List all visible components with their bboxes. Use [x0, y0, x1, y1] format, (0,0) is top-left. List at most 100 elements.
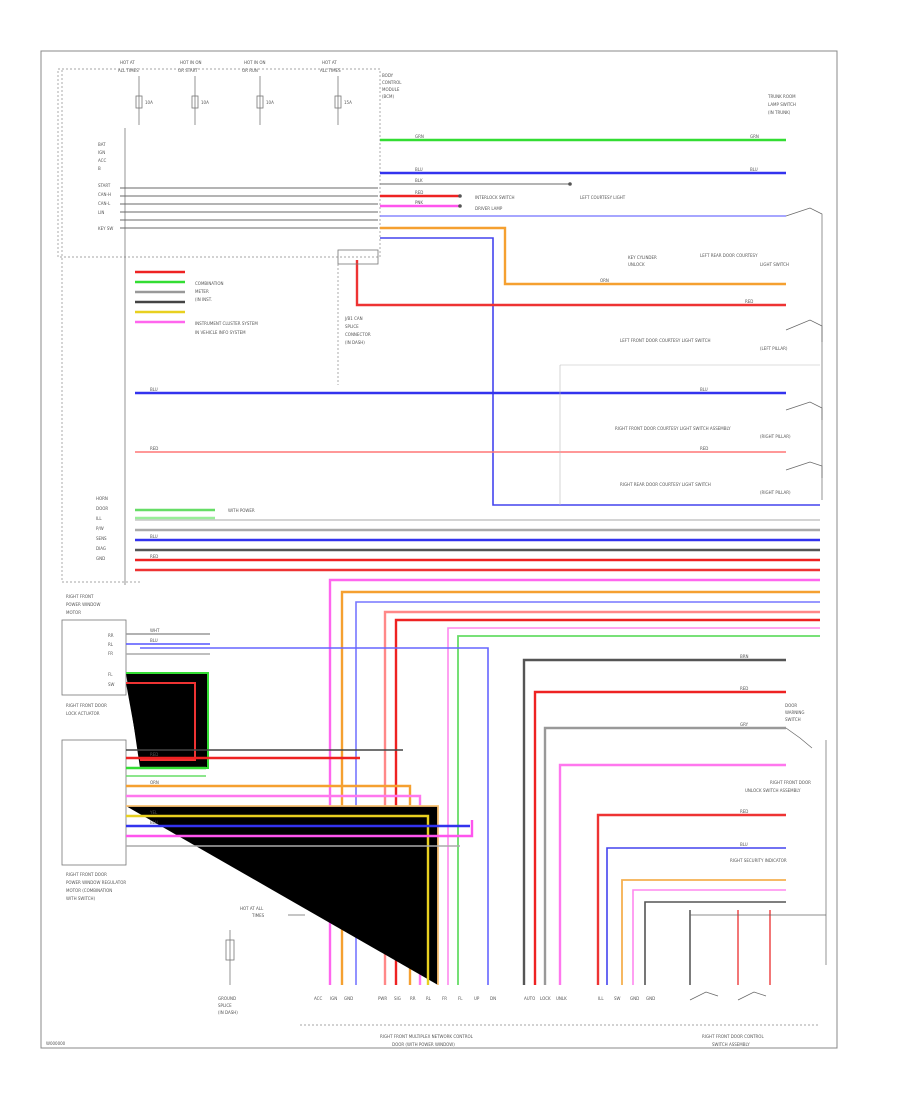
pin-label: UP — [474, 996, 480, 1001]
bus-wires — [135, 508, 820, 572]
left-courtesy-label: LEFT COURTESY LIGHT — [580, 195, 626, 200]
wire-yellow — [126, 814, 430, 985]
key-cylinder-label: KEY CYLINDER UNLOCK — [628, 255, 657, 267]
wire-red-loop — [355, 260, 786, 307]
bottom-switch-symbol — [689, 991, 719, 1001]
bottom-pin-labels: ACC IGN GND PWR SIG RR RL FR FL UP DN AU… — [314, 996, 655, 1001]
hot-note-label: TIMES — [251, 913, 265, 918]
bottom-module-label: RIGHT FRONT MULTIPLEX NETWORK CONTROL DO… — [380, 1034, 474, 1047]
label-line: LIGHT SWITCH — [760, 262, 789, 267]
label-line: UNLOCK — [628, 262, 645, 267]
right-lower-wires — [522, 658, 786, 985]
pin-label: SW — [108, 682, 115, 687]
pin-label: ACC — [314, 996, 322, 1001]
pw-master-label: RIGHT FRONT DOOR POWER WINDOW REGULATOR … — [66, 872, 126, 901]
label-line: RIGHT REAR DOOR COURTESY LIGHT SWITCH — [620, 482, 711, 487]
label-line: RIGHT FRONT — [66, 594, 94, 599]
with-power-label: WITH POWER — [228, 508, 255, 513]
label-line: KEY CYLINDER — [628, 255, 657, 260]
switch-symbol — [785, 207, 823, 238]
bcm-title-line: BODY — [382, 73, 394, 78]
wire-orange — [126, 805, 439, 985]
label-line: RIGHT FRONT DOOR CONTROL — [702, 1034, 764, 1039]
pin-label: BAT — [98, 142, 106, 147]
wire-dark — [522, 658, 786, 985]
pin-label: ILL — [96, 516, 102, 521]
fuse-rating: 10A — [145, 100, 153, 105]
label-line: WARNING — [785, 710, 805, 715]
bcm-title-line: (BCM) — [382, 94, 394, 99]
wire-dark — [644, 901, 786, 985]
rear-door-courtesy-label: LEFT REAR DOOR COURTESY LIGHT SWITCH — [700, 253, 789, 267]
ground-splice-body — [225, 939, 235, 961]
pin-label: GND — [96, 556, 105, 561]
power-window-master-box — [61, 739, 127, 866]
label-line: MOTOR — [66, 610, 81, 615]
wire-tag: BLU — [700, 387, 708, 392]
label-line: DOOR (WITH POWER WINDOW) — [392, 1042, 455, 1047]
label-line: (IN DASH) — [218, 1010, 238, 1015]
pin-label: ILL — [598, 996, 604, 1001]
bcm-module-outline — [57, 68, 381, 258]
label-line: (RIGHT PILLAR) — [760, 434, 791, 439]
center-splice-connector — [337, 249, 379, 265]
pin-label: GND — [630, 996, 639, 1001]
pin-label: IGN — [330, 996, 337, 1001]
wire-tag: GRN — [750, 134, 759, 139]
pin-label: FR — [108, 651, 113, 656]
fuse-body — [334, 95, 342, 109]
front-door-lock-label: RIGHT FRONT DOOR LOCK ACTUATOR — [66, 703, 107, 716]
pin-label: KEY SW — [98, 226, 113, 231]
wire-tag: ORN — [600, 278, 609, 283]
pin-label: SW — [614, 996, 621, 1001]
pin-label: FL — [458, 996, 463, 1001]
pin-label: P/W — [96, 526, 104, 531]
pin-label: RL — [426, 996, 432, 1001]
wire-tag: WHT — [150, 628, 160, 633]
label-line: GROUND — [218, 996, 236, 1001]
pin-label: SIG — [394, 996, 401, 1001]
fuse-line2: OR START — [178, 68, 198, 73]
wire-tags: GRN GRN BLU BLU BLK RED PNK ORN RED BLU … — [149, 134, 759, 847]
label-line: LEFT REAR DOOR COURTESY — [700, 253, 758, 258]
wire-orange — [621, 879, 786, 985]
interlock-label: INTERLOCK SWITCH — [475, 195, 515, 200]
wire-tag: BLU — [740, 842, 748, 847]
wire-tag: RED — [150, 554, 158, 559]
fuse-rating: 15A — [344, 100, 352, 105]
descending-wires — [140, 578, 820, 985]
bottom-switch-label: RIGHT FRONT DOOR CONTROL SWITCH ASSEMBLY — [702, 1034, 764, 1047]
label-line: LEFT FRONT DOOR COURTESY LIGHT SWITCH — [620, 338, 711, 343]
bottom-switch-symbol — [737, 991, 767, 1001]
label-line: (IN INST. — [195, 297, 212, 302]
pin-label: RR — [108, 633, 114, 638]
right-front-courtesy-label: RIGHT FRONT DOOR COURTESY LIGHT SWITCH A… — [615, 426, 791, 439]
rf-door-unlock-label: RIGHT FRONT DOOR UNLOCK SWITCH ASSEMBLY — [745, 780, 811, 793]
front-door-lock-pin-labels: RR RL FR FL SW — [108, 633, 115, 687]
label-line: RIGHT FRONT DOOR — [66, 703, 107, 708]
wire-red — [596, 813, 786, 985]
label-line: POWER WINDOW REGULATOR — [66, 880, 126, 885]
bcm-title-line: MODULE — [382, 87, 400, 92]
pin-label: RL — [108, 642, 114, 647]
pin-label: AUTO — [524, 996, 535, 1001]
top-fuse-group: HOT AT ALL TIMES 10A HOT IN ON OR START … — [118, 60, 352, 125]
pin-label: B — [98, 166, 101, 171]
wire-pink — [558, 763, 786, 985]
label-line: DOOR — [785, 703, 797, 708]
pin-label: LOCK — [540, 996, 551, 1001]
fuse-line1: HOT AT — [322, 60, 337, 65]
wire-pink — [632, 889, 786, 985]
wire-tag: BLU — [150, 534, 158, 539]
fuse-line2: OR RUN — [242, 68, 258, 73]
label-line: (LEFT PILLAR) — [760, 346, 788, 351]
fuse-body — [256, 95, 264, 109]
wire-tag: BLU — [150, 387, 158, 392]
diagram-frame — [40, 50, 838, 1049]
pin-label: LIN — [98, 210, 104, 215]
switch-symbol — [785, 461, 823, 478]
switch-symbol — [785, 401, 823, 420]
wire-orange — [380, 226, 786, 286]
pin-label: DOOR — [96, 506, 108, 511]
splice-label-line: (IN DASH) — [345, 340, 365, 345]
